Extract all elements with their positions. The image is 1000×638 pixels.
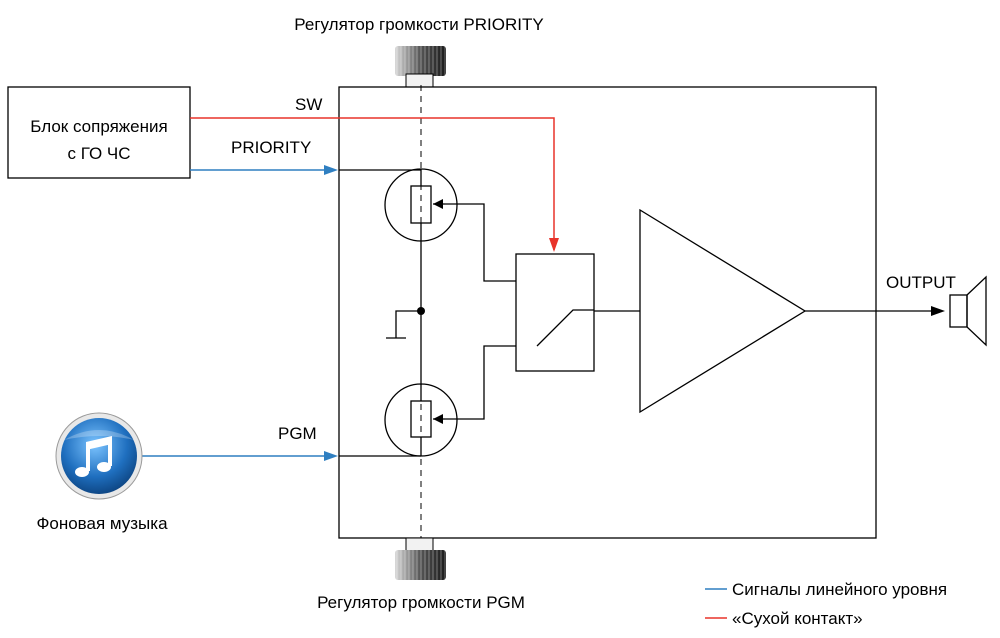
pgm-knob-icon[interactable] bbox=[395, 537, 446, 580]
speaker-icon bbox=[949, 275, 987, 347]
music-note-icon bbox=[55, 412, 143, 500]
legend-line-level-label: Сигналы линейного уровня bbox=[732, 580, 947, 599]
priority-switch bbox=[515, 253, 595, 372]
amplifier-block bbox=[338, 86, 877, 539]
legend-dry-contact-label: «Сухой контакт» bbox=[732, 609, 863, 628]
priority-knob-icon[interactable] bbox=[395, 46, 446, 88]
pgm-knob-label: Регулятор громкости PGM bbox=[317, 593, 525, 612]
legend: Сигналы линейного уровня «Сухой контакт» bbox=[705, 580, 947, 628]
output-label: OUTPUT bbox=[886, 273, 956, 292]
sw-label: SW bbox=[295, 95, 322, 114]
interface-block-label-line2: с ГО ЧС bbox=[67, 144, 130, 163]
sw-arrow-head bbox=[549, 238, 559, 252]
priority-label: PRIORITY bbox=[231, 138, 311, 157]
amplifier-icon bbox=[639, 208, 807, 414]
interface-block bbox=[7, 86, 191, 179]
priority-arrow-head bbox=[324, 165, 338, 175]
pgm-arrow-head bbox=[324, 451, 338, 461]
pgm-label: PGM bbox=[278, 424, 317, 443]
sw-dry-contact-line bbox=[190, 117, 555, 250]
interface-block-label-line1: Блок сопряжения bbox=[30, 117, 167, 136]
priority-knob-label: Регулятор громкости PRIORITY bbox=[294, 15, 543, 34]
music-source-label: Фоновая музыка bbox=[36, 514, 168, 533]
priority-potentiometer-icon bbox=[384, 168, 458, 242]
ground-icon bbox=[386, 310, 421, 339]
